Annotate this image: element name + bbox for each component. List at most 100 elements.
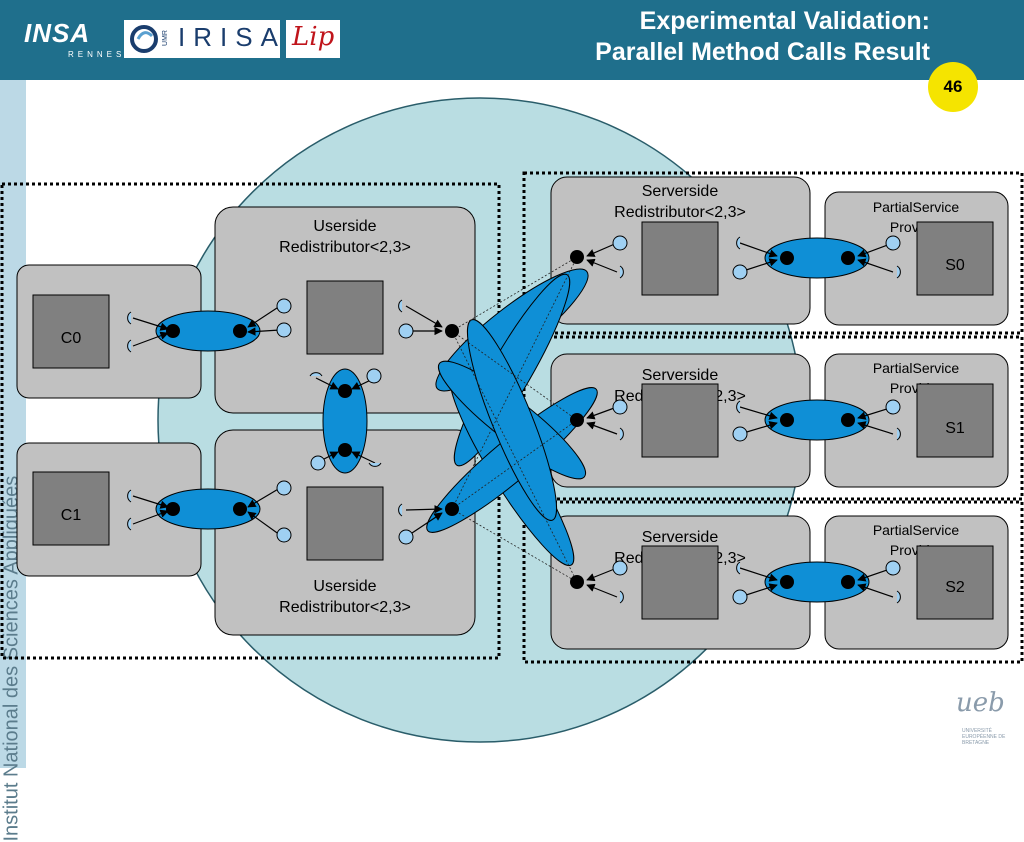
socket-icon (127, 339, 132, 353)
serverside-label-0-line1: Serverside (642, 183, 719, 200)
mesh-line (451, 330, 578, 583)
port-icon (310, 455, 326, 471)
provider-component-2 (916, 545, 994, 620)
arrow (586, 567, 618, 582)
mesh-line (451, 256, 578, 332)
serverside-component-1 (641, 383, 719, 458)
userside-component-0 (306, 280, 384, 355)
userside-label-1-line1: Userside (313, 578, 376, 595)
arrow (739, 242, 778, 258)
mesh-line (451, 330, 578, 421)
socket-icon (896, 590, 901, 604)
connector-endpoints (166, 250, 855, 589)
provider-component-1 (916, 383, 994, 458)
arrow (315, 377, 339, 390)
socket-icon (619, 427, 624, 441)
endpoint-dot (570, 413, 584, 427)
endpoint-dot (338, 443, 352, 457)
arrow (132, 317, 169, 331)
port-icon (276, 480, 292, 496)
endpoint-dot (233, 502, 247, 516)
socket-icon (736, 236, 741, 250)
sidebar: Institut National des Sciences Appliquée… (0, 80, 26, 842)
socket-icon (368, 462, 382, 467)
endpoint-dot (445, 324, 459, 338)
connector-userside-link (322, 368, 368, 474)
socket-icon (127, 311, 132, 325)
port-icon (885, 399, 901, 415)
title-line-2: Parallel Method Calls Result (595, 38, 930, 66)
parallel-connectors (155, 237, 870, 603)
socket-icon (619, 265, 624, 279)
endpoint-dot (780, 413, 794, 427)
userside-label-1-line2: Redistributor<2,3> (279, 599, 411, 616)
insa-city: RENNES (68, 50, 126, 59)
connector-client-1 (155, 488, 261, 530)
mesh-line (451, 508, 578, 583)
connector-provider-0 (764, 237, 870, 279)
arrow (132, 495, 169, 509)
userside-label-0-line2: Redistributor<2,3> (279, 239, 411, 256)
client-component-0 (32, 294, 110, 369)
socket-icon (398, 299, 403, 313)
ueb-logo-text: ueb (956, 688, 1005, 718)
server-label-2: S2 (945, 579, 965, 596)
port-icon (732, 264, 748, 280)
socket-icon (736, 561, 741, 575)
provider-label-2-line1: PartialService (873, 522, 960, 538)
connector-mesh-6 (466, 319, 558, 521)
arrow (351, 451, 376, 464)
client-label-1: C1 (61, 507, 82, 524)
client-component-1 (32, 471, 110, 546)
arrow (739, 406, 778, 420)
insa-logo: INSA (24, 18, 91, 48)
socket-icon (309, 372, 323, 377)
socket-icon (896, 265, 901, 279)
arrow (586, 406, 618, 420)
mesh-line (451, 419, 578, 510)
lip-logo: Lip (286, 20, 340, 58)
socket-icon (619, 590, 624, 604)
endpoint-dot (570, 575, 584, 589)
port-icon (732, 426, 748, 442)
serverside-component-2 (641, 545, 719, 620)
endpoint-dot (233, 324, 247, 338)
endpoint-dot (338, 384, 352, 398)
title-line-1: Experimental Validation: (639, 7, 930, 35)
provider-label-1-line1: PartialService (873, 360, 960, 376)
arrow (857, 583, 894, 598)
port-icon (612, 235, 628, 251)
socket-icon (127, 517, 132, 531)
provider-component-0 (916, 221, 994, 296)
port-icon (398, 529, 414, 545)
arrow (132, 509, 169, 525)
port-icon (276, 322, 292, 338)
arrow (247, 305, 281, 328)
port-icon (885, 235, 901, 251)
socket-icon (398, 503, 403, 517)
serverside-label-1-line1: Serverside (642, 367, 719, 384)
port-icon (885, 560, 901, 576)
connector-provider-2 (764, 561, 870, 603)
connector-provider-1 (764, 399, 870, 441)
port-icon (612, 560, 628, 576)
arrow (586, 258, 618, 273)
irisa-mark-icon (130, 25, 158, 53)
header-bar: INSA RENNES UMR IRISA Lip Experimental V… (0, 0, 1024, 80)
port-icon (276, 527, 292, 543)
arrow (247, 511, 281, 536)
provider-label-0-line1: PartialService (873, 199, 960, 215)
endpoint-dot (570, 250, 584, 264)
arrow (247, 327, 281, 336)
endpoint-dot (841, 575, 855, 589)
userside-component-1 (306, 486, 384, 561)
component-diagram: C0 C1 Userside Redistributor<2,3> Usersi… (0, 97, 1024, 743)
ueb-subtitle: UNIVERSITÉ EUROPÉENNE DE BRETAGNE (962, 728, 1006, 746)
client-label-0: C0 (61, 330, 82, 347)
page-number-badge: 46 (928, 62, 978, 112)
endpoint-dot (841, 251, 855, 265)
mesh-line (451, 256, 578, 510)
server-group-frame-2 (522, 500, 1024, 664)
required-ports (127, 236, 901, 604)
socket-icon (127, 489, 132, 503)
